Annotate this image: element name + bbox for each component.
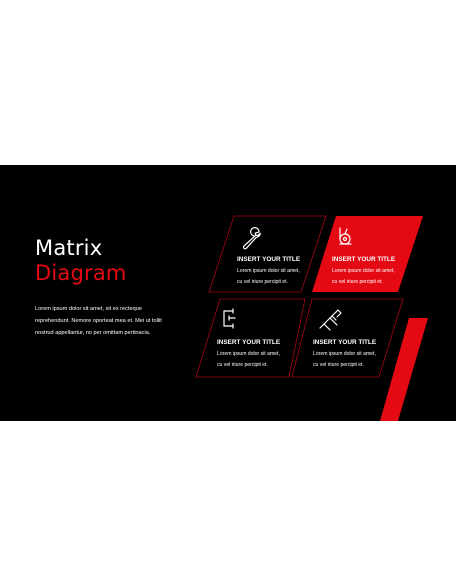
title-line-2: Diagram: [35, 261, 127, 285]
matrix-diagram: [195, 215, 428, 421]
card-4-desc-line1: Lorem ipsum dolor sit amet,: [313, 351, 376, 357]
accent-stripe: [380, 318, 428, 421]
card-3-shape: [195, 298, 306, 378]
body-paragraph: Lorem ipsum dolor sit amet, sit ex recte…: [35, 306, 162, 336]
card-1-desc-line2: cu vel iriure percipit et.: [237, 279, 288, 285]
card-2-title: INSERT YOUR TITLE: [332, 256, 396, 263]
card-4-title: INSERT YOUR TITLE: [313, 339, 377, 346]
card-1-text: INSERT YOUR TITLE Lorem ipsum dolor sit …: [237, 256, 327, 288]
caliper-icon: [319, 309, 342, 331]
card-3-desc-line2: cu vel iriure percipit et.: [217, 362, 268, 368]
card-1-desc-line1: Lorem ipsum dolor sit amet,: [237, 268, 300, 274]
card-2-desc-line2: cu vel iriure percipit et.: [332, 279, 383, 285]
card-3-title: INSERT YOUR TITLE: [217, 339, 281, 346]
wrench-icon: [242, 227, 261, 250]
card-1-shape: [208, 215, 327, 293]
card-4-shape: [291, 298, 404, 378]
card-3-desc-line1: Lorem ipsum dolor sit amet,: [217, 351, 280, 357]
title-line-1: Matrix: [35, 236, 103, 260]
slide-title: Matrix Diagram: [35, 236, 205, 286]
clamp-icon: [223, 308, 236, 329]
card-2-desc-line1: Lorem ipsum dolor sit amet,: [332, 268, 395, 274]
card-3-text: INSERT YOUR TITLE Lorem ipsum dolor sit …: [217, 339, 307, 371]
card-4-desc-line2: cu vel iriure percipit et.: [313, 362, 364, 368]
card-1-title: INSERT YOUR TITLE: [237, 256, 301, 263]
card-2-text: INSERT YOUR TITLE Lorem ipsum dolor sit …: [332, 256, 422, 288]
tape-measure-icon: [339, 227, 352, 245]
slide: Matrix Diagram Lorem ipsum dolor sit ame…: [0, 165, 456, 421]
card-4-text: INSERT YOUR TITLE Lorem ipsum dolor sit …: [313, 339, 403, 371]
